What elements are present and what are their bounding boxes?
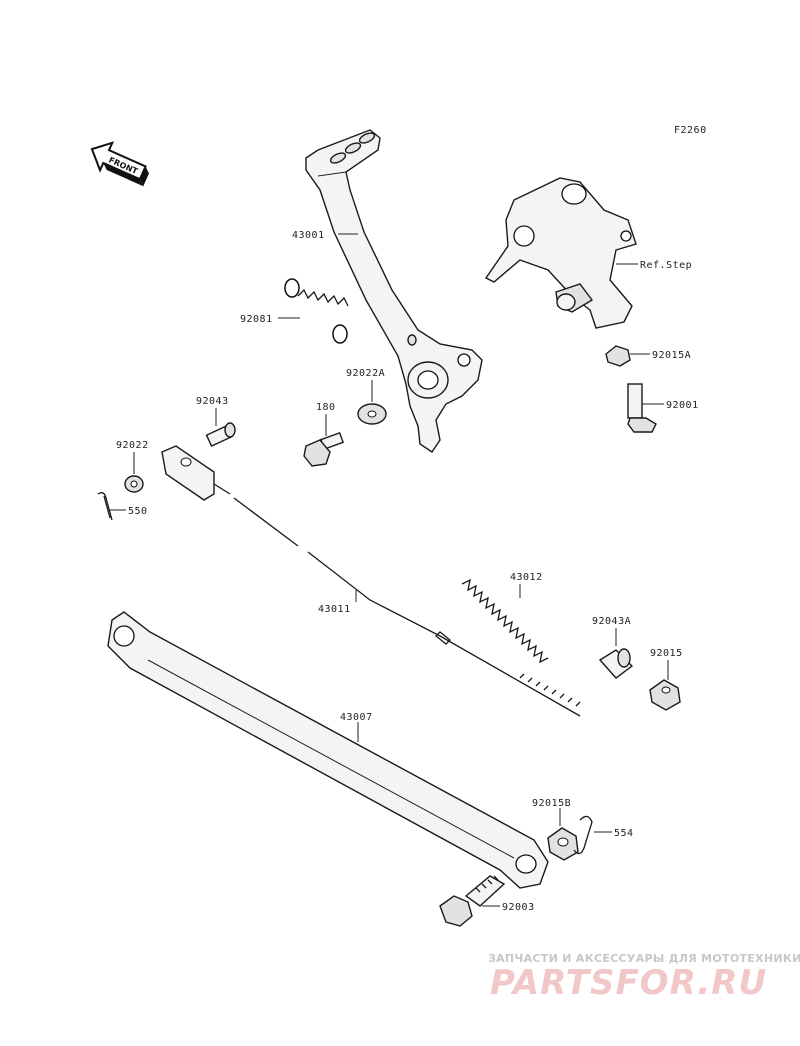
nut-92015A (605, 345, 631, 367)
nut-92015 (649, 679, 681, 711)
label-43007: 43007 (340, 712, 373, 723)
washer-92022 (124, 475, 144, 493)
label-550: 550 (128, 506, 148, 517)
cotter-pin-550 (97, 492, 113, 521)
nut-92015B (547, 827, 579, 861)
pin-92043 (205, 422, 236, 448)
label-180: 180 (316, 402, 336, 413)
label-554: 554 (614, 828, 634, 839)
step-bracket-ref (484, 177, 637, 329)
bolt-180 (303, 431, 345, 467)
label-43011: 43011 (318, 604, 351, 615)
label-92015: 92015 (650, 648, 683, 659)
spring-43012 (461, 578, 549, 664)
label-92022A: 92022A (346, 368, 385, 379)
spring-92081 (284, 278, 349, 344)
label-ref-step: Ref.Step (640, 260, 692, 271)
link-bar-43007 (107, 611, 549, 889)
label-43012: 43012 (510, 572, 543, 583)
clip-554 (573, 815, 593, 855)
diagram-code: F2260 (674, 125, 707, 136)
label-92022: 92022 (116, 440, 149, 451)
front-arrow-icon: FRONT (90, 141, 149, 187)
label-92015B: 92015B (532, 798, 571, 809)
brake-pedal-43001 (305, 129, 483, 453)
washer-92022A (357, 403, 387, 425)
collar-92043A (598, 648, 634, 679)
label-92001: 92001 (666, 400, 699, 411)
brake-rod-43011 (161, 445, 581, 717)
watermark-brand: PARTSFOR.RU (490, 963, 767, 1003)
label-92003: 92003 (502, 902, 535, 913)
label-92081: 92081 (240, 314, 273, 325)
label-92043: 92043 (196, 396, 229, 407)
label-92043A: 92043A (592, 616, 631, 627)
label-92015A: 92015A (652, 350, 691, 361)
bolt-92001 (627, 383, 657, 433)
watermark-tagline: ЗАПЧАСТИ И АКСЕССУАРЫ ДЛЯ МОТОТЕХНИКИ (488, 952, 800, 965)
label-43001: 43001 (292, 230, 325, 241)
bolt-92003 (439, 875, 506, 927)
